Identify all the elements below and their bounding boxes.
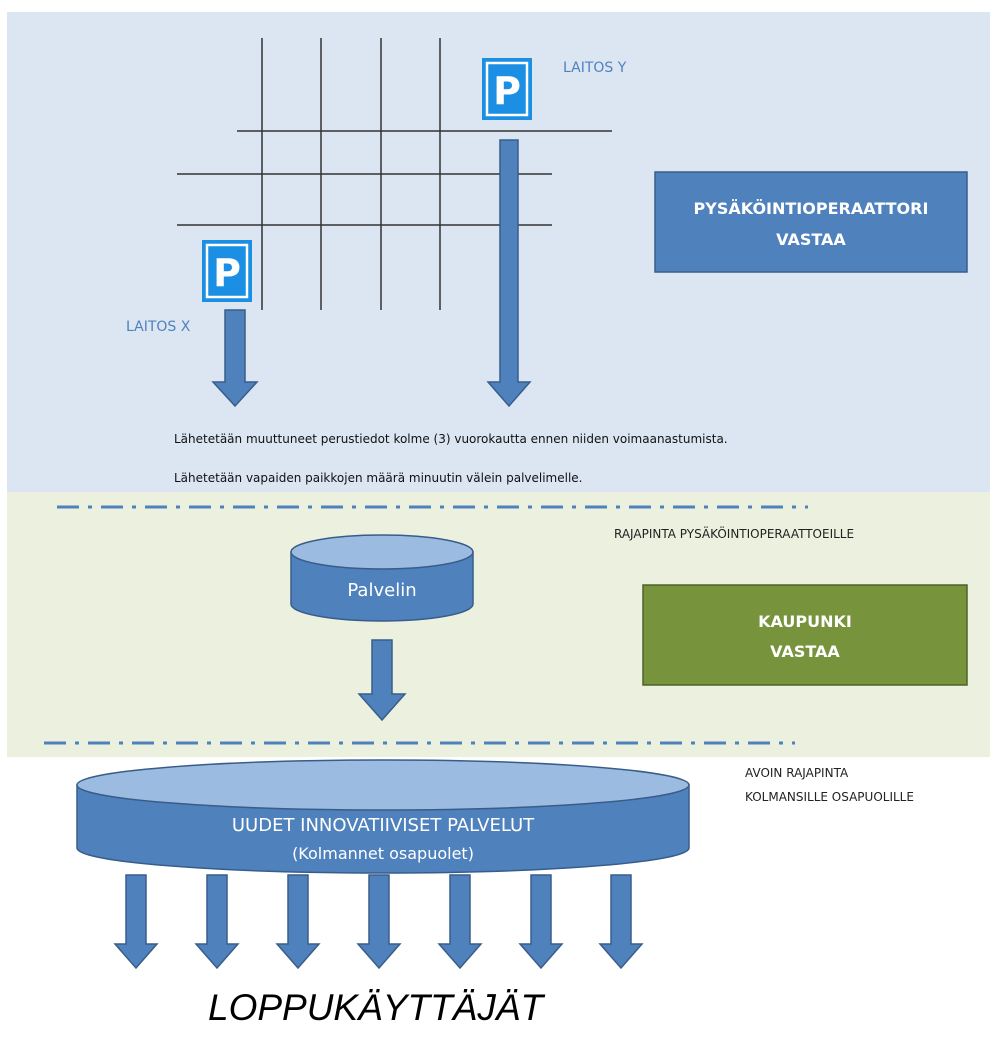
- server-label: Palvelin: [347, 580, 416, 601]
- city-box-line2: VASTAA: [770, 642, 840, 661]
- arrow-end-user-3: [275, 874, 321, 970]
- parking-sign-x-icon: P: [202, 240, 252, 302]
- services-label-line1: UUDET INNOVATIIVISET PALVELUT: [232, 815, 535, 836]
- arrow-end-user-5: [437, 874, 483, 970]
- services-label-line2: (Kolmannet osapuolet): [292, 844, 474, 863]
- operator-responsibility-box: [654, 171, 968, 273]
- parking-sign-x-letter: P: [213, 251, 241, 295]
- operator-box-line2: VASTAA: [776, 230, 846, 249]
- street-grid: [177, 38, 612, 310]
- open-interface-label-line1: AVOIN RAJAPINTA: [745, 766, 849, 780]
- end-users-label: LOPPUKÄYTTÄJÄT: [208, 987, 546, 1028]
- arrow-facility-x-down: [211, 309, 259, 408]
- city-responsibility-box: [642, 584, 968, 686]
- arrow-end-user-4: [356, 874, 402, 970]
- arrow-end-user-2: [194, 874, 240, 970]
- parking-sign-y-letter: P: [493, 69, 521, 113]
- note-free-spaces: Lähetetään vapaiden paikkojen määrä minu…: [174, 471, 583, 485]
- arrow-server-down: [357, 639, 407, 722]
- arrow-end-user-7: [598, 874, 644, 970]
- note-base-data: Lähetetään muuttuneet perustiedot kolme …: [174, 432, 728, 446]
- facility-x-label: LAITOS X: [126, 319, 191, 335]
- end-user-arrows: [113, 874, 644, 970]
- operator-box-line1: PYSÄKÖINTIOPERAATTORI: [694, 199, 929, 218]
- arrow-end-user-6: [518, 874, 564, 970]
- facility-y-label: LAITOS Y: [563, 60, 627, 76]
- parking-sign-y-icon: P: [482, 58, 532, 120]
- open-interface-label-line2: KOLMANSILLE OSAPUOLILLE: [745, 790, 914, 804]
- city-box-line1: KAUPUNKI: [758, 612, 852, 631]
- arrow-facility-y-down: [486, 139, 532, 408]
- operator-interface-label: RAJAPINTA PYSÄKÖINTIOPERAATTOEILLE: [614, 525, 854, 541]
- arrow-end-user-1: [113, 874, 159, 970]
- services-disc-icon: [76, 759, 690, 874]
- server-cylinder-icon: [290, 534, 474, 622]
